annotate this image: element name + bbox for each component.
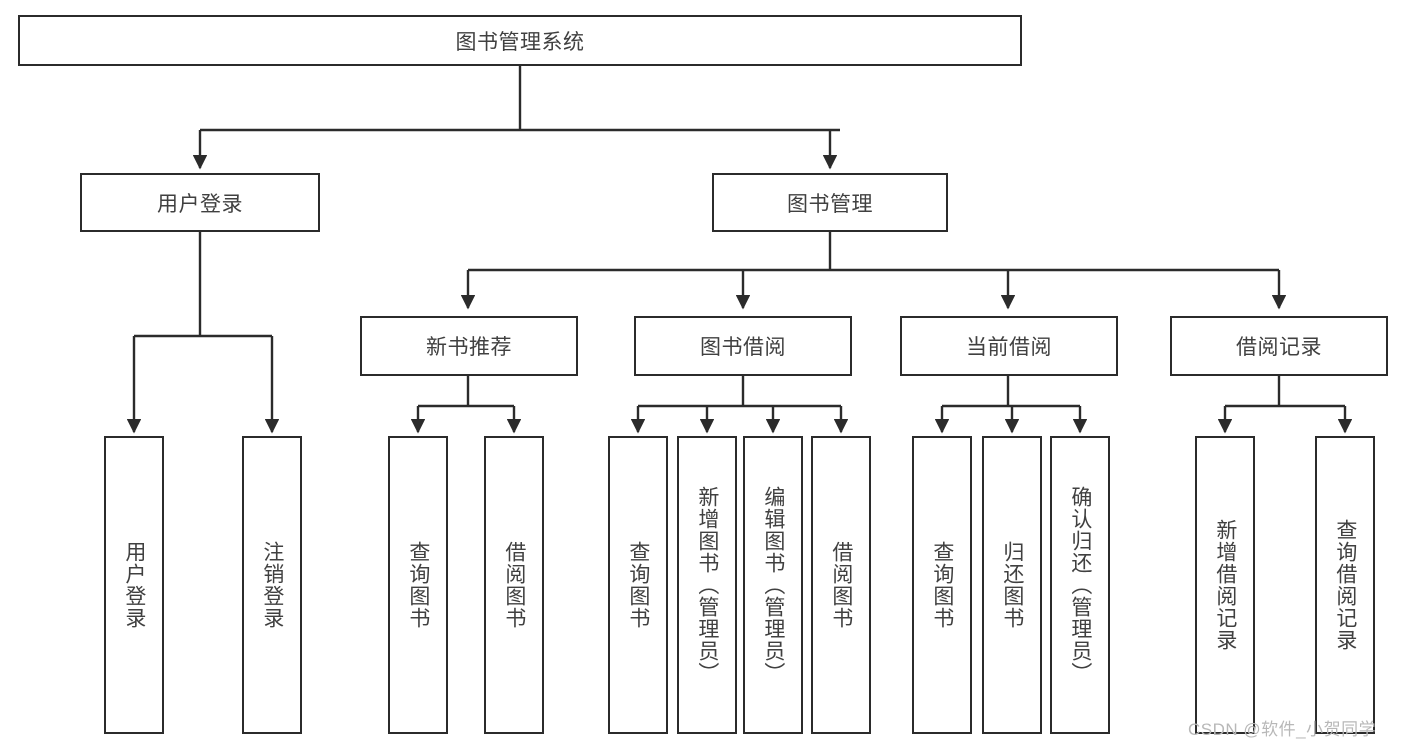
- leaf-borrow-1-label: 查询图书: [626, 541, 650, 629]
- watermark-text: CSDN @软件_小贺同学: [1188, 720, 1377, 739]
- leaf-borrow-2[interactable]: 新增图书（管理员）: [677, 436, 737, 734]
- leaf-new-books-1-label: 查询图书: [406, 541, 430, 629]
- node-book-management-label: 图书管理: [787, 192, 873, 216]
- node-root-label: 图书管理系统: [455, 30, 585, 54]
- leaf-records-2[interactable]: 查询借阅记录: [1315, 436, 1375, 734]
- leaf-current-2[interactable]: 归还图书: [982, 436, 1042, 734]
- leaf-records-1-label: 新增借阅记录: [1213, 519, 1237, 651]
- leaf-borrow-3[interactable]: 编辑图书（管理员）: [743, 436, 803, 734]
- node-book-management[interactable]: 图书管理: [712, 173, 948, 232]
- node-root[interactable]: 图书管理系统: [18, 15, 1022, 66]
- node-borrow-records[interactable]: 借阅记录: [1170, 316, 1388, 376]
- leaf-user-login-1-label: 用户登录: [122, 541, 146, 629]
- node-current-borrow-label: 当前借阅: [966, 336, 1052, 359]
- leaf-user-login-2[interactable]: 注销登录: [242, 436, 302, 734]
- leaf-current-3[interactable]: 确认归还（管理员）: [1050, 436, 1110, 734]
- leaf-records-1[interactable]: 新增借阅记录: [1195, 436, 1255, 734]
- leaf-current-1-label: 查询图书: [930, 541, 954, 629]
- node-book-borrow-label: 图书借阅: [700, 336, 786, 359]
- node-current-borrow[interactable]: 当前借阅: [900, 316, 1118, 376]
- leaf-new-books-1[interactable]: 查询图书: [388, 436, 448, 734]
- leaf-current-2-label: 归还图书: [1000, 541, 1024, 629]
- leaf-borrow-2-label: 新增图书（管理员）: [695, 486, 719, 684]
- node-new-book-recommend[interactable]: 新书推荐: [360, 316, 578, 376]
- leaf-new-books-2[interactable]: 借阅图书: [484, 436, 544, 734]
- node-user-login-label: 用户登录: [157, 192, 243, 216]
- leaf-borrow-1[interactable]: 查询图书: [608, 436, 668, 734]
- leaf-new-books-2-label: 借阅图书: [502, 541, 526, 629]
- leaf-records-2-label: 查询借阅记录: [1333, 519, 1357, 651]
- node-book-borrow[interactable]: 图书借阅: [634, 316, 852, 376]
- leaf-borrow-3-label: 编辑图书（管理员）: [761, 486, 785, 684]
- leaf-current-1[interactable]: 查询图书: [912, 436, 972, 734]
- node-borrow-records-label: 借阅记录: [1236, 336, 1322, 359]
- node-user-login[interactable]: 用户登录: [80, 173, 320, 232]
- leaf-current-3-label: 确认归还（管理员）: [1068, 486, 1092, 684]
- leaf-user-login-1[interactable]: 用户登录: [104, 436, 164, 734]
- leaf-borrow-4[interactable]: 借阅图书: [811, 436, 871, 734]
- leaf-borrow-4-label: 借阅图书: [829, 541, 853, 629]
- node-new-book-recommend-label: 新书推荐: [426, 336, 512, 359]
- leaf-user-login-2-label: 注销登录: [260, 541, 284, 629]
